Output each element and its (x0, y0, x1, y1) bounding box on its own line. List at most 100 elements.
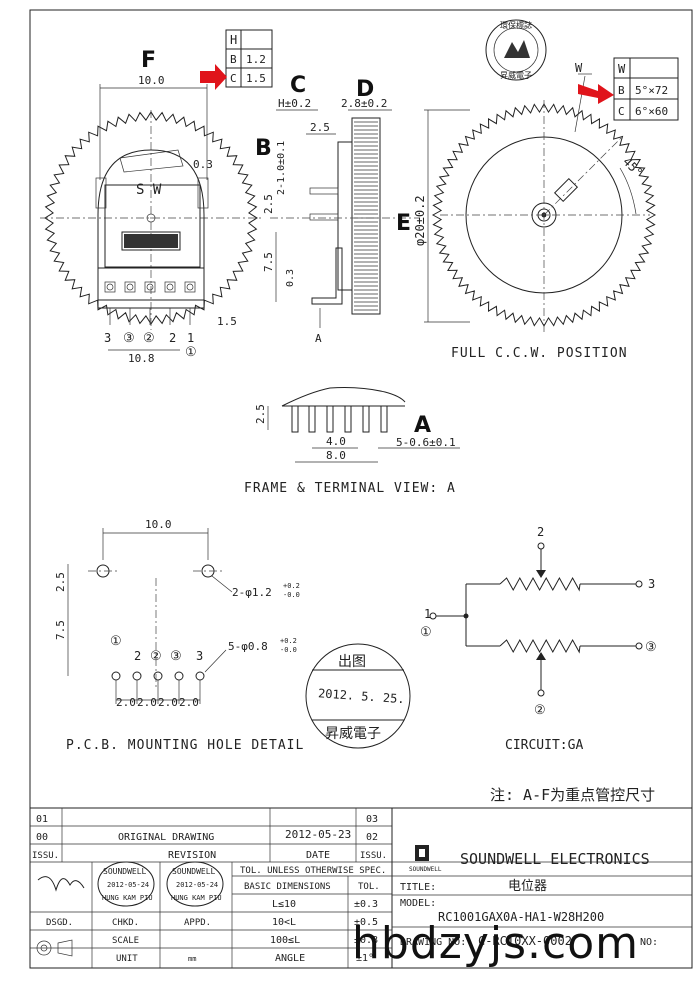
resistor-bottom (499, 638, 581, 654)
dsgd-label: DSGD. (46, 918, 73, 928)
letter-f: F (141, 48, 156, 73)
pcb-hole-small: 5-φ0.8 (228, 640, 268, 653)
front-pin-hole (146, 283, 154, 291)
table-w-head: W (618, 62, 626, 76)
tol-val-2: ±0.5 (354, 917, 378, 928)
dim-front-15: 1.5 (217, 315, 237, 328)
table-w-r1v: 5°×72 (635, 84, 668, 97)
tol-val-1: ±0.3 (354, 899, 378, 910)
terminal-pin (326, 405, 334, 433)
table-w-r2k: C (618, 105, 625, 118)
pcb-small-hole (195, 671, 205, 681)
term-dim-80: 8.0 (326, 449, 346, 462)
dim-side-75: 7.5 (262, 252, 275, 272)
side-terminal (311, 247, 343, 305)
terminal-pin (308, 405, 316, 433)
pcb-small-hole (153, 671, 163, 681)
letter-b: B (255, 136, 272, 161)
company-logo-icon (415, 845, 429, 861)
pcb-dim-75: 7.5 (54, 620, 67, 640)
rev-row-01: 01 (36, 814, 48, 825)
tol-val-3: ±0.8 (354, 935, 378, 946)
release-stamp: 出图 2012. 5. 25. 昇威電子 (305, 643, 411, 749)
date-header: DATE (306, 850, 330, 861)
terminal-pin (291, 405, 299, 433)
rev-row-00: 00 (36, 832, 48, 843)
company-logo-small: SOUNDWELL (409, 866, 442, 873)
dim-side-b: 2-1.0±0.1 (276, 141, 287, 195)
logo-stamp-top: 環保標誌 (500, 20, 532, 30)
control-note: 注: A-F为重点管控尺寸 (490, 786, 655, 804)
terminal-pin (380, 405, 388, 433)
switch-lug-right (197, 177, 209, 209)
knob-caption: FULL C.C.W. POSITION (451, 346, 628, 361)
projection-symbol-icon (36, 939, 73, 957)
terminal-view: 2.5 4.0 8.0 5-0.6±0.1 A FRAME & TERMINAL… (244, 387, 460, 496)
terminal-pin (362, 405, 370, 433)
dim-front-top: 10.0 (138, 74, 165, 87)
release-stamp-line2: 2012. 5. 25. (318, 686, 405, 706)
issu-label: ISSU. (32, 851, 59, 861)
pcb-hole-small-tol-dn: -0.0 (280, 646, 297, 654)
table-h-r1k: B (230, 53, 237, 66)
term-dim-pins: 5-0.6±0.1 (396, 436, 456, 449)
dim-side-h: H±0.2 (278, 97, 311, 110)
table-w-r2v: 6°×60 (635, 105, 668, 118)
pcb-pitch-2: 2.0 (137, 696, 157, 709)
front-pin-hole (166, 283, 174, 291)
knob-label-w: W (575, 61, 583, 75)
unit-val: mm (188, 955, 196, 963)
drawing-no-value: C-RC10XX-0002 (478, 934, 572, 948)
pcb-pitch-3: 2.0 (158, 696, 178, 709)
dim-side-25: 2.5 (310, 121, 330, 134)
sheet-02: 02 (366, 832, 378, 843)
dim-front-bottom: 10.8 (128, 352, 155, 365)
pcb-pin-2: 2 (134, 649, 141, 663)
pcb-hole-small-tol-up: +0.2 (280, 637, 297, 645)
resistor-top (499, 576, 581, 592)
dim-front-03: 0.3 (193, 158, 213, 171)
side-body (337, 141, 353, 291)
tol-header: TOL. UNLESS OTHERWISE SPEC. (240, 866, 386, 876)
switch-window-fill (124, 234, 178, 248)
side-knob (351, 117, 381, 315)
original-drawing: ORIGINAL DRAWING (118, 832, 214, 843)
table-h-r1v: 1.2 (246, 53, 266, 66)
appd-stamp-date: 2012-05-24 (176, 881, 218, 889)
term-dim-40: 4.0 (326, 435, 346, 448)
switch-lug-left (95, 177, 107, 209)
pcb-small-hole (174, 671, 184, 681)
knob-diameter: φ20±0.2 (413, 195, 427, 246)
front-pin-pad (184, 281, 196, 293)
front-shaft (146, 213, 156, 223)
front-pin-hole (186, 283, 194, 291)
knob-view: 45° φ20±0.2 E W FULL C.C.W. POSITION (396, 61, 657, 361)
knob-pointer (553, 177, 579, 203)
chkd-label: CHKD. (112, 918, 139, 928)
pcb-small-hole (132, 671, 142, 681)
chkd-stamp-brand: SOUNDWELL (103, 867, 147, 876)
letter-c: C (290, 73, 306, 98)
front-body (97, 149, 205, 301)
pcb-caption: P.C.B. MOUNTING HOLE DETAIL (66, 738, 304, 753)
tol-range-3: 100≤L (270, 935, 300, 946)
eco-logo-stamp: 環保標誌 昇威電子 (485, 19, 547, 81)
circuit-t3: 3 (648, 577, 655, 591)
appd-stamp-brand: SOUNDWELL (172, 867, 216, 876)
designer-signature (37, 876, 85, 892)
table-w-r1k: B (618, 84, 625, 97)
front-pin-2: 2 (169, 331, 176, 345)
front-pins (104, 281, 196, 325)
side-label-a: A (315, 332, 322, 345)
pcb-hole-big: 2-φ1.2 (232, 586, 272, 599)
chkd-stamp-name: HUNG KAM PIU (102, 894, 153, 902)
front-pin-hole (106, 283, 114, 291)
unit-label: UNIT (116, 954, 138, 964)
sheet-03: 03 (366, 814, 378, 825)
tol-label: TOL. (358, 882, 380, 892)
company-name: SOUNDWELL ELECTRONICS (460, 850, 650, 868)
dim-side-25b: 2.5 (262, 194, 275, 214)
appd-stamp-name: HUNG KAM PIU (171, 894, 222, 902)
pcb-view: 10.0 2-φ1.2 +0.2 -0.0 2.5 7.5 ① 2 ② ③ 3 … (54, 518, 304, 753)
title-value: 电位器 (508, 879, 547, 894)
